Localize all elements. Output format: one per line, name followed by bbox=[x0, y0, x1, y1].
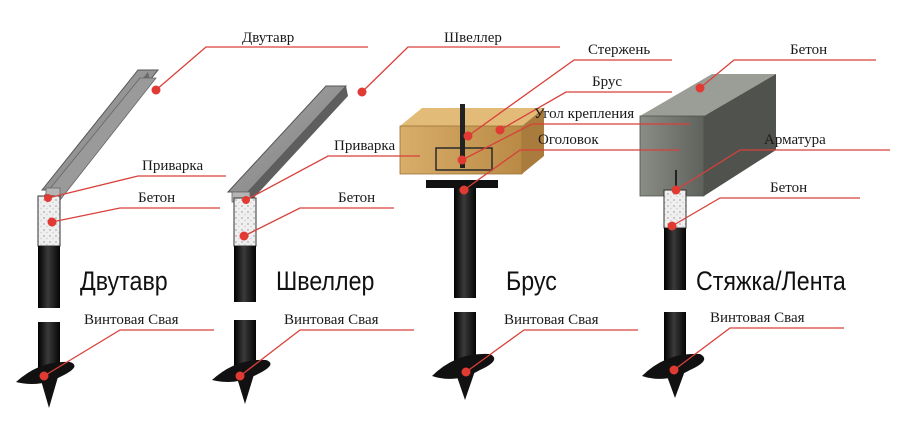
dot-ibeam-weld bbox=[44, 194, 52, 202]
beam-top-face bbox=[400, 108, 544, 126]
channel-concrete-label: Бетон bbox=[338, 190, 376, 206]
beam-title: Брус bbox=[506, 266, 557, 296]
leader-beam-rod bbox=[467, 59, 672, 137]
leader-channel-pile bbox=[239, 329, 414, 377]
leader-beam-beam bbox=[499, 91, 672, 131]
dot-strip-top bbox=[695, 83, 705, 93]
beam-cap-label: Оголовок bbox=[538, 132, 599, 148]
ibeam-bottom-flange bbox=[43, 77, 157, 201]
channel-side bbox=[248, 86, 348, 202]
strip-top-label: Бетон bbox=[790, 42, 828, 58]
leader-ibeam-concrete bbox=[51, 207, 220, 223]
leader-ibeam-pile bbox=[43, 329, 214, 377]
dot-beam-pile bbox=[461, 367, 471, 377]
dot-strip-rebar bbox=[671, 185, 681, 195]
dot-channel-weld bbox=[242, 196, 250, 204]
leader-channel-weld bbox=[245, 155, 420, 201]
strip-assembly bbox=[639, 74, 776, 398]
channel-top bbox=[226, 85, 348, 193]
strip-pile-pipe bbox=[664, 228, 686, 290]
channel-pile-lower bbox=[234, 320, 256, 370]
ibeam-top-label: Двутавр bbox=[242, 30, 295, 46]
dot-channel-top bbox=[357, 87, 367, 97]
leader-channel-top bbox=[361, 46, 560, 93]
beam-angle-label: Угол крепления bbox=[534, 106, 635, 122]
dot-ibeam-concrete bbox=[47, 217, 57, 227]
dot-beam-angle bbox=[457, 155, 467, 165]
channel-title: Швеллер bbox=[276, 266, 375, 296]
ibeam-title: Двутавр bbox=[80, 266, 168, 296]
beam-pile-tip bbox=[454, 368, 476, 400]
beam-assembly bbox=[399, 104, 544, 400]
leader-dots bbox=[39, 83, 705, 381]
leader-channel-concrete bbox=[243, 207, 394, 237]
channel-top-label: Швеллер bbox=[444, 30, 502, 46]
channel-assembly bbox=[212, 85, 348, 404]
beam-rod bbox=[460, 104, 465, 168]
strip-side-face bbox=[704, 74, 776, 196]
dot-beam-cap bbox=[459, 185, 469, 195]
ibeam-concrete-label: Бетон bbox=[138, 190, 176, 206]
ibeam-pile-pipe bbox=[38, 246, 60, 308]
channel-pile-pipe bbox=[234, 246, 256, 302]
beam-beam-label: Брус bbox=[592, 74, 623, 90]
strip-title: Стяжка/Лента bbox=[696, 266, 846, 296]
leader-strip-top bbox=[699, 59, 876, 89]
ibeam-assembly bbox=[16, 69, 160, 408]
channel-weld-label: Приварка bbox=[334, 138, 396, 154]
dot-ibeam-pile bbox=[39, 371, 49, 381]
beam-pile-pipe bbox=[454, 188, 476, 298]
dot-strip-concrete bbox=[667, 221, 677, 231]
ibeam-weld-label: Приварка bbox=[142, 158, 204, 174]
leader-strip-rebar bbox=[675, 149, 890, 191]
dot-beam-rod bbox=[463, 131, 473, 141]
beam-cap-plate bbox=[426, 180, 498, 188]
beam-helix bbox=[432, 353, 495, 379]
leader-beam-angle bbox=[461, 123, 690, 161]
leader-ibeam-weld bbox=[47, 175, 226, 199]
beam-pile-label: Винтовая Свая bbox=[504, 312, 599, 328]
dot-channel-concrete bbox=[239, 231, 249, 241]
beam-rod-label: Стержень bbox=[588, 42, 651, 58]
strip-concrete-fill bbox=[663, 189, 687, 229]
strip-top-face bbox=[640, 74, 776, 116]
strip-pile-tip bbox=[664, 368, 686, 398]
channel-pile-label: Винтовая Свая bbox=[284, 312, 379, 328]
leader-beam-pile bbox=[465, 329, 638, 373]
ibeam-pile-label: Винтовая Свая bbox=[84, 312, 179, 328]
leader-strip-concrete bbox=[671, 197, 860, 227]
dot-channel-pile bbox=[235, 371, 245, 381]
leader-strip-pile bbox=[673, 327, 844, 371]
strip-rebar-label: Арматура bbox=[764, 132, 826, 148]
strip-concrete-label: Бетон bbox=[770, 180, 808, 196]
dot-strip-pile bbox=[669, 365, 679, 375]
strip-pile-label: Винтовая Свая bbox=[710, 310, 805, 326]
ibeam-pile-lower bbox=[38, 322, 60, 372]
leader-ibeam-top bbox=[155, 46, 368, 91]
leader-beam-cap bbox=[463, 149, 680, 191]
leader-lines bbox=[43, 46, 890, 377]
dot-ibeam-top bbox=[151, 85, 161, 95]
dot-beam-beam bbox=[495, 125, 505, 135]
strip-front-face bbox=[639, 115, 705, 197]
